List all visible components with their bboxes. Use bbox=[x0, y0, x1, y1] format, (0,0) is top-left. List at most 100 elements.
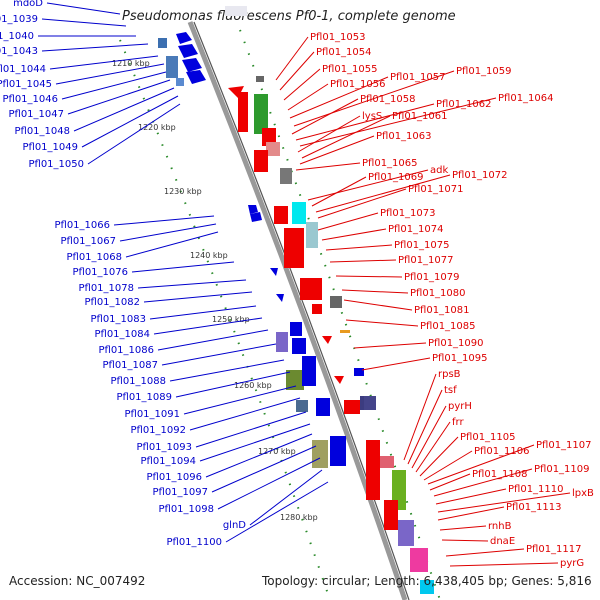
gene-block bbox=[364, 396, 376, 410]
leader-line bbox=[449, 562, 559, 567]
leader-line bbox=[403, 373, 437, 461]
gene-block bbox=[312, 440, 328, 468]
plus-strand-gene-label: Pfl01_1045 bbox=[0, 79, 52, 90]
leader-line bbox=[189, 397, 301, 431]
minus-strand-gene-label: Pfl01_1065 bbox=[362, 158, 418, 169]
leader-line bbox=[175, 371, 291, 398]
leader-line bbox=[153, 317, 263, 335]
plus-strand-gene-label: Pfl01_1044 bbox=[0, 64, 46, 75]
leader-line bbox=[289, 76, 389, 119]
leader-line bbox=[291, 98, 359, 135]
gene-block bbox=[280, 168, 292, 184]
leader-line bbox=[299, 97, 497, 147]
minus-strand-gene-label: Pfl01_1069 bbox=[368, 172, 424, 183]
minus-strand-leader-lines bbox=[275, 36, 571, 567]
minus-strand-gene-label: Pfl01_1113 bbox=[506, 502, 562, 513]
gene-block bbox=[166, 56, 178, 78]
minus-strand-gene-label: Pfl01_1105 bbox=[460, 432, 516, 443]
tick-label: 1280 kbp bbox=[280, 513, 318, 522]
gene-block bbox=[296, 400, 308, 412]
gene-block bbox=[354, 368, 364, 376]
minus-strand-gene-label: tsf bbox=[444, 385, 457, 396]
minus-strand-gene-label: Pfl01_1077 bbox=[398, 255, 454, 266]
leader-line bbox=[157, 329, 269, 351]
plus-strand-gene-label: Pfl01_1082 bbox=[84, 297, 140, 308]
gene-block bbox=[266, 142, 280, 156]
leader-line bbox=[317, 188, 407, 219]
minus-strand-gene-label: Pfl01_1074 bbox=[388, 224, 444, 235]
gene-block bbox=[290, 322, 302, 336]
gene-arrow bbox=[334, 376, 344, 384]
gene-block bbox=[292, 338, 306, 354]
gene-block bbox=[286, 370, 304, 390]
leader-line bbox=[419, 436, 459, 477]
minus-strand-gene-label: Pfl01_1063 bbox=[376, 131, 432, 142]
leader-line bbox=[61, 71, 167, 100]
minus-strand-gene-label: pyrG bbox=[560, 558, 584, 569]
leader-line bbox=[87, 103, 181, 165]
gene-block bbox=[176, 78, 184, 86]
leader-line bbox=[287, 83, 329, 111]
minus-strand-gene-label: lpxB bbox=[572, 488, 594, 499]
leader-line bbox=[125, 231, 219, 258]
leader-line bbox=[279, 51, 315, 91]
plus-strand-gene-label: Pfl01_1093 bbox=[136, 442, 192, 453]
leader-line bbox=[73, 87, 175, 132]
plus-strand-gene-label: Pfl01_1066 bbox=[54, 220, 110, 231]
minus-strand-gene-label: Pfl01_1057 bbox=[390, 72, 446, 83]
gene-arrow bbox=[182, 58, 202, 72]
minus-strand-gene-label: Pfl01_1056 bbox=[330, 79, 386, 90]
plus-strand-gene-label: Pfl01_1088 bbox=[110, 376, 166, 387]
leader-line bbox=[423, 450, 473, 481]
minus-strand-gene-label: Pfl01_1061 bbox=[392, 111, 448, 122]
leader-line bbox=[415, 421, 451, 473]
leader-line bbox=[429, 473, 471, 491]
plus-strand-gene-label: Pfl01_1084 bbox=[94, 329, 150, 340]
gene-block bbox=[225, 6, 247, 16]
gene-arrow bbox=[250, 212, 262, 222]
leader-line bbox=[341, 289, 409, 294]
plus-strand-labels: mdoDPfl01_1039Pfl01_1040Pfl01_1043Pfl01_… bbox=[0, 0, 246, 548]
plus-strand-gene-label: Pfl01_1043 bbox=[0, 46, 38, 57]
tick-label: 1220 kbp bbox=[138, 123, 176, 132]
scale-ticks: 1210 kbp 1220 kbp 1230 kbp 1240 kbp 1250… bbox=[112, 59, 318, 522]
plus-strand-gene-label: mdoD bbox=[13, 0, 43, 9]
map-title: Pseudomonas fluorescens Pf0-1, complete … bbox=[122, 9, 456, 24]
leader-line bbox=[217, 457, 321, 510]
gene-block bbox=[398, 520, 414, 546]
plus-strand-gene-label: Pfl01_1091 bbox=[124, 409, 180, 420]
tick-label: 1250 kbp bbox=[212, 315, 250, 324]
leader-line bbox=[407, 389, 443, 465]
minus-strand-gene-label: Pfl01_1117 bbox=[526, 544, 582, 555]
plus-strand-gene-label: Pfl01_1083 bbox=[90, 314, 146, 325]
gene-block bbox=[306, 222, 318, 248]
minus-strand-gene-label: dnaE bbox=[490, 536, 515, 547]
gene-block bbox=[366, 440, 380, 500]
gene-block bbox=[256, 76, 264, 82]
plus-strand-gene-label: Pfl01_1039 bbox=[0, 14, 38, 25]
tick-label: 1230 kbp bbox=[164, 187, 202, 196]
leader-line bbox=[311, 176, 367, 207]
gene-block bbox=[410, 548, 428, 572]
plus-strand-gene-label: Pfl01_1097 bbox=[152, 487, 208, 498]
minus-strand-gene-label: frr bbox=[452, 417, 464, 428]
minus-strand-gene-label: Pfl01_1054 bbox=[316, 47, 372, 58]
plus-strand-gene-label: Pfl01_1050 bbox=[28, 159, 84, 170]
leader-line bbox=[119, 223, 217, 242]
leader-line bbox=[275, 36, 309, 81]
gene-block bbox=[292, 202, 306, 224]
minus-strand-gene-label: Pfl01_1055 bbox=[322, 64, 378, 75]
leader-line bbox=[321, 228, 387, 241]
tick-label: 1270 kbp bbox=[258, 447, 296, 456]
minus-strand-gene-label: Pfl01_1109 bbox=[534, 464, 590, 475]
gene-arrow bbox=[176, 32, 192, 44]
leader-line bbox=[437, 506, 505, 521]
minus-strand-gene-label: Pfl01_1073 bbox=[380, 208, 436, 219]
gene-arrow bbox=[248, 205, 258, 214]
leader-line bbox=[283, 68, 321, 101]
plus-strand-gene-label: Pfl01_1089 bbox=[116, 392, 172, 403]
gene-arrow bbox=[276, 294, 284, 302]
minus-strand-gene-label: rpsB bbox=[438, 369, 461, 380]
leader-line bbox=[307, 169, 429, 201]
